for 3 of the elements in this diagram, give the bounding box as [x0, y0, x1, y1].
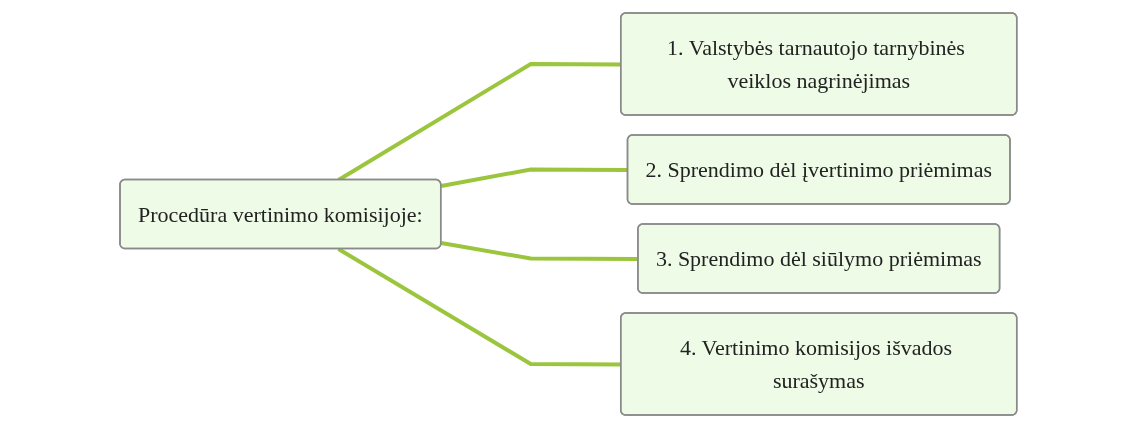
connector — [440, 241, 638, 261]
connector — [337, 247, 621, 367]
connector — [440, 167, 628, 188]
